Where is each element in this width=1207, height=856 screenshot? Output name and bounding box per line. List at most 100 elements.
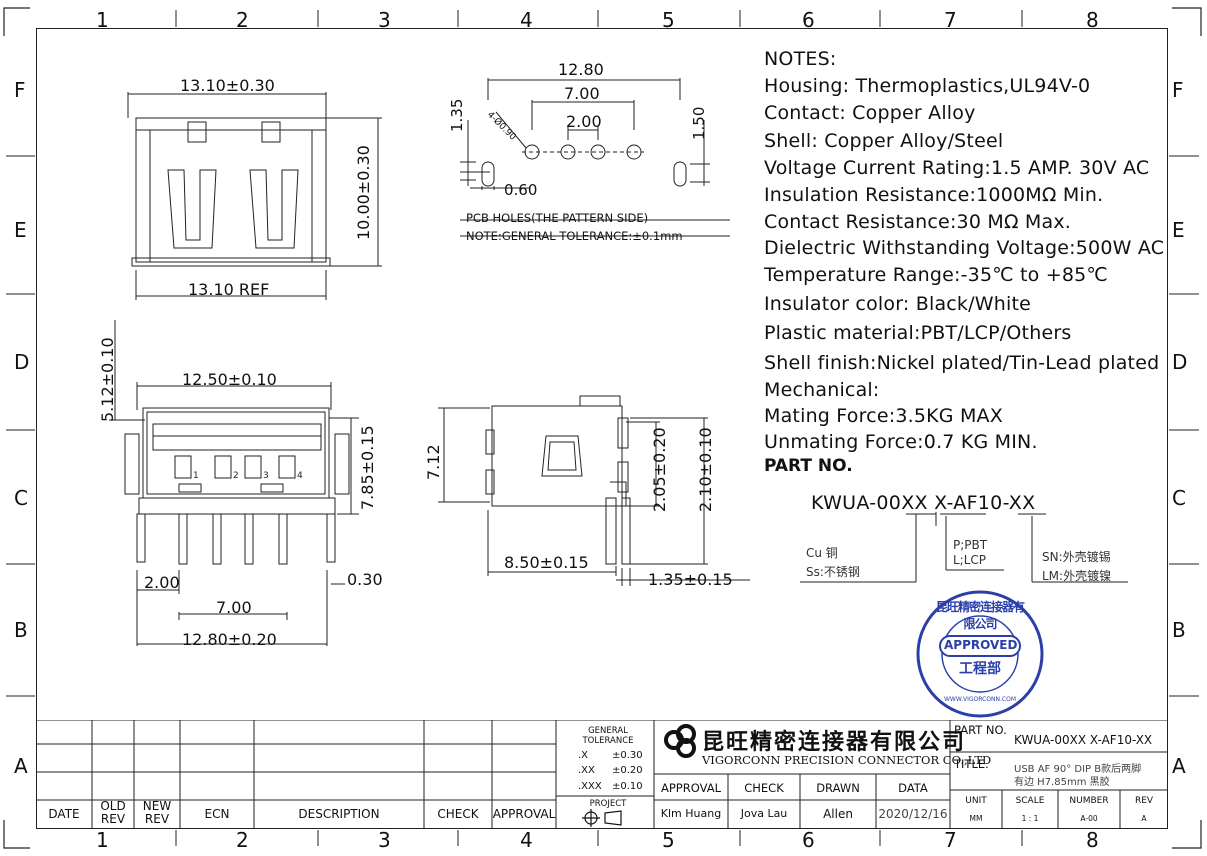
- option-ss: Ss:不锈钢: [806, 565, 860, 579]
- title-line-2: 有边 H7.85mm 黑胶: [1014, 777, 1110, 788]
- option-sn: SN:外壳镀锡: [1042, 550, 1111, 564]
- company-name-cn: 昆旺精密连接器有限公司: [702, 730, 967, 755]
- part-no-label: PART NO.: [954, 723, 1007, 737]
- zone-col-1-bottom: 1: [96, 828, 109, 852]
- zone-row-b: B: [14, 618, 28, 642]
- title-line-1: USB AF 90° DIP B款后两脚: [1014, 764, 1142, 775]
- rev-header-date: DATE: [48, 807, 80, 821]
- drawn-name: Allen: [823, 807, 853, 821]
- zone-col-5: 5: [662, 8, 675, 32]
- front-view-drawing: 1 2 3 4: [109, 320, 359, 646]
- note-plastic: Plastic material:PBT/LCP/Others: [764, 322, 1072, 344]
- scale-value: 1 : 1: [1021, 814, 1039, 823]
- dim-front-left-height: 5.12±0.10: [98, 337, 117, 422]
- option-p: P;PBT: [953, 538, 988, 552]
- rev-label: REV: [1134, 796, 1154, 806]
- number-value: A-00: [1080, 814, 1098, 823]
- pin-label-2: 2: [233, 471, 239, 481]
- note-temperature: Temperature Range:-35℃ to +85℃: [764, 264, 1108, 286]
- zone-col-7-bottom: 7: [944, 828, 957, 852]
- note-mating: Mating Force:3.5KG MAX: [764, 405, 1003, 427]
- dim-side-tail: 1.35±0.15: [648, 570, 733, 589]
- part-no-heading: PART NO.: [764, 456, 853, 476]
- check-label: CHECK: [744, 781, 784, 795]
- zone-row-a: A: [14, 754, 28, 778]
- top-view-drawing: [127, 92, 382, 300]
- part-no-code: KWUA-00XX X-AF10-XX: [811, 492, 1036, 514]
- approval-label: APPROVAL: [661, 781, 721, 795]
- zone-row-f: F: [14, 78, 26, 102]
- dim-pcb-mid: 7.00: [564, 84, 600, 103]
- pcb-caption: PCB HOLES(THE PATTERN SIDE): [466, 211, 649, 225]
- option-l: L;LCP: [953, 553, 987, 567]
- zone-col-6: 6: [802, 8, 815, 32]
- dim-front-pin: 0.30: [347, 570, 383, 589]
- note-shell: Shell: Copper Alloy/Steel: [764, 130, 1004, 152]
- pcb-tolerance-note: NOTE:GENERAL TOLERANCE:±0.1mm: [466, 229, 683, 243]
- dim-pcb-left: 1.35: [448, 98, 466, 132]
- drawn-label: DRAWN: [816, 781, 860, 795]
- approval-stamp: APPROVED 工程部 昆旺精密连接器有限公司 WWW.VIGORCONN.C…: [914, 588, 1046, 720]
- option-lm: LM:外壳镀镍: [1042, 569, 1112, 583]
- dim-top-width: 13.10±0.30: [180, 76, 275, 95]
- tolerance-title: GENERAL TOLERANCE: [582, 726, 634, 746]
- zone-row-e: E: [14, 218, 27, 242]
- zone-col-5-bottom: 5: [662, 828, 675, 852]
- data-label: DATA: [898, 781, 928, 795]
- dim-pcb-right: 1.50: [690, 106, 708, 140]
- dim-side-a: 2.05±0.20: [650, 427, 669, 512]
- rev-value: A: [1141, 814, 1147, 823]
- note-mechanical: Mechanical:: [764, 379, 880, 401]
- zone-col-2-bottom: 2: [236, 828, 249, 852]
- dim-top-ref: 13.10 REF: [188, 280, 270, 299]
- zone-col-7: 7: [944, 8, 957, 32]
- note-heading: NOTES:: [764, 48, 837, 70]
- approval-name: Klm Huang: [660, 807, 722, 820]
- zone-row-c-right: C: [1172, 486, 1186, 510]
- note-contact-resistance: Contact Resistance:30 MΩ Max.: [764, 211, 1072, 233]
- stamp-department: 工程部: [959, 661, 1001, 677]
- dim-front-right-height: 7.85±0.15: [358, 425, 377, 510]
- zone-row-f-right: F: [1172, 78, 1184, 102]
- zone-col-8-bottom: 8: [1086, 828, 1099, 852]
- part-no-value: KWUA-00XX X-AF10-XX: [1014, 733, 1153, 747]
- dim-front-total: 12.80±0.20: [182, 630, 277, 649]
- unit-value: MM: [969, 814, 983, 823]
- zone-row-d: D: [14, 350, 30, 374]
- zone-col-8: 8: [1086, 8, 1099, 32]
- zone-row-e-right: E: [1172, 218, 1185, 242]
- dim-pcb-total: 12.80: [558, 60, 604, 79]
- rev-header-new: NEW REV: [142, 799, 172, 826]
- note-insulation: Insulation Resistance:1000MΩ Min.: [764, 184, 1104, 206]
- zone-col-4: 4: [520, 8, 533, 32]
- zone-col-6-bottom: 6: [802, 828, 815, 852]
- note-contact: Contact: Copper Alloy: [764, 102, 976, 124]
- note-shell-finish: Shell finish:Nickel plated/Tin-Lead plat…: [764, 352, 1160, 374]
- zone-row-c: C: [14, 486, 28, 510]
- zone-col-2: 2: [236, 8, 249, 32]
- stamp-approved: APPROVED: [944, 638, 1018, 652]
- company-name-en: VIGORCONN PRECISION CONNECTOR CO.,LTD: [702, 753, 992, 767]
- tolerance-xxx-val: ±0.10: [612, 781, 643, 792]
- rev-header-old: OLD REV: [100, 799, 126, 826]
- title-label: TITLE.: [954, 757, 989, 771]
- inner-frame: [36, 28, 1168, 829]
- rev-header-approval: APPROVAL: [492, 807, 556, 821]
- dim-side-b: 2.10±0.10: [696, 427, 715, 512]
- pcb-holes-drawing: [460, 78, 730, 237]
- zone-row-a-right: A: [1172, 754, 1186, 778]
- number-label: NUMBER: [1069, 796, 1109, 806]
- option-cu: Cu 铜: [806, 546, 838, 560]
- title-block-grid: [36, 720, 1168, 829]
- stamp-website: WWW.VIGORCONN.COM: [944, 696, 1017, 703]
- dim-front-mid: 7.00: [216, 598, 252, 617]
- note-insulator-color: Insulator color: Black/White: [764, 293, 1031, 315]
- rev-header-ecn: ECN: [204, 807, 230, 821]
- zone-col-3-bottom: 3: [378, 828, 391, 852]
- pin-label-3: 3: [263, 471, 269, 481]
- stamp-company: 昆旺精密连接器有限公司: [935, 600, 1025, 631]
- note-housing: Housing: Thermoplastics,UL94V-0: [764, 75, 1091, 97]
- tolerance-x: .X: [578, 750, 589, 761]
- unit-label: UNIT: [965, 796, 987, 806]
